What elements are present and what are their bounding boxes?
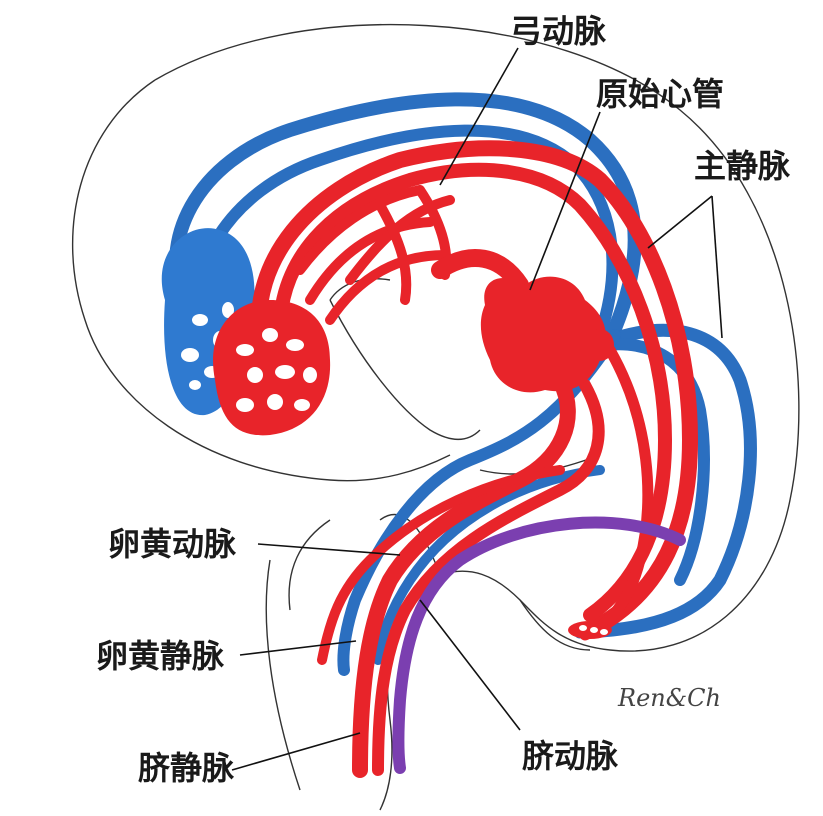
head-arterial-plexus — [213, 300, 331, 436]
tail-vessel-loops — [568, 621, 612, 639]
label-vitelline-vein: 卵黄静脉 — [96, 637, 225, 675]
label-aortic-arches: 弓动脉 — [510, 12, 607, 50]
label-umbilical-vein: 脐静脉 — [138, 749, 235, 787]
primitive-heart-tube — [480, 276, 614, 393]
label-vitelline-artery: 卵黄动脉 — [108, 525, 237, 563]
leader-lines — [231, 47, 723, 771]
label-umbilical-artery: 脐动脉 — [522, 737, 619, 775]
umbilical-artery — [392, 516, 686, 774]
arteries — [250, 140, 698, 778]
label-primitive-heart-tube: 原始心管 — [596, 75, 725, 113]
label-cardinal-veins: 主静脉 — [694, 147, 791, 185]
artist-signature: Ren&Ch — [618, 684, 721, 712]
